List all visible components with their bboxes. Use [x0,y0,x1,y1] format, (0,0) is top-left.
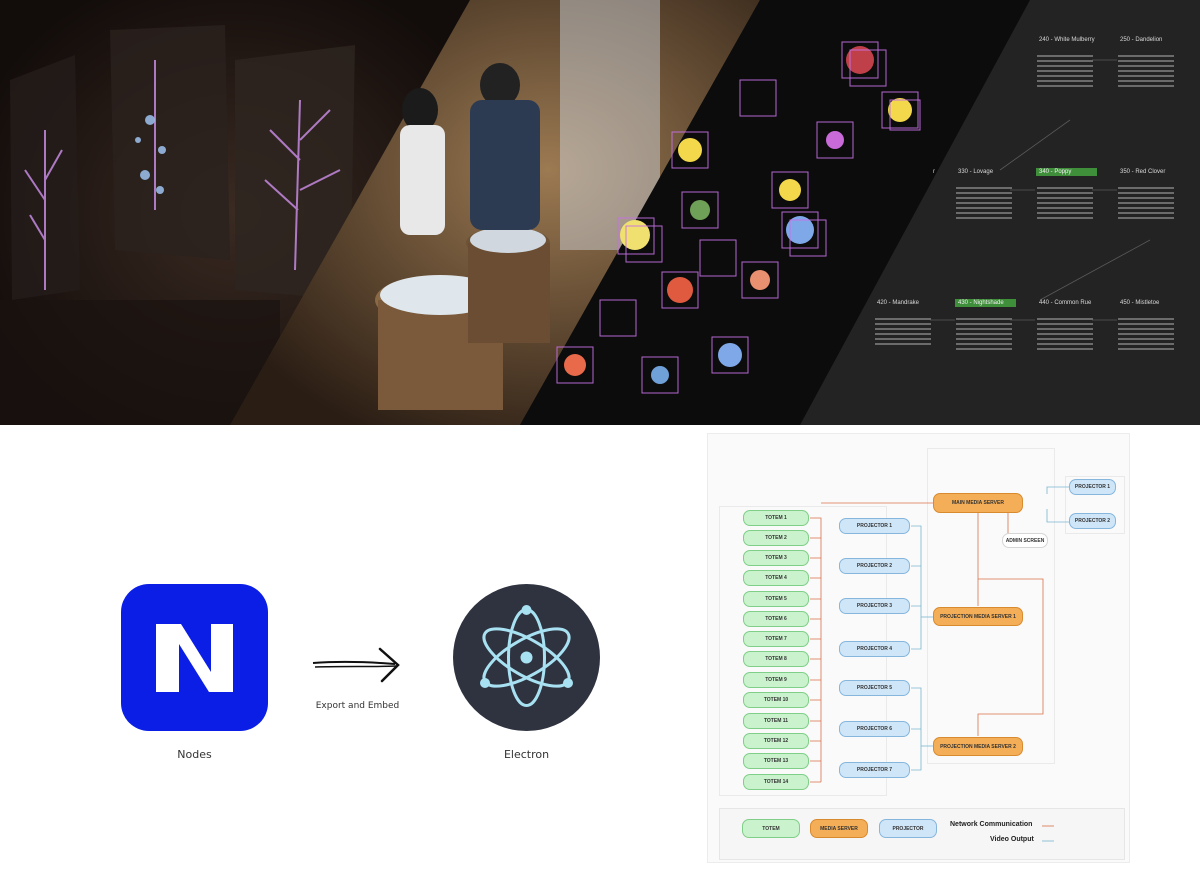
nodes-label: Nodes [177,748,212,761]
legend-media-server: MEDIA SERVER [810,819,868,838]
node-params [875,315,931,348]
projection-media-server-1-node[interactable]: PROJECTION MEDIA SERVER 1 [933,607,1023,626]
nodes-app-icon [121,584,268,731]
node-params [1037,315,1093,353]
flower-node-title-selected[interactable]: 430 - Nightshade [955,299,1016,307]
projector-node[interactable]: PROJECTOR 3 [839,598,910,614]
electron-atom-icon [480,605,573,707]
totem-node[interactable]: TOTEM 1 [743,510,809,526]
node-params [1037,184,1093,222]
flower-node-title[interactable]: 350 - Red Clover [1120,169,1166,175]
totem-node[interactable]: TOTEM 12 [743,733,809,749]
electron-app-icon [453,584,600,731]
main-projector-group-frame [1065,476,1125,534]
totem-node[interactable]: TOTEM 9 [743,672,809,688]
totem-node[interactable]: TOTEM 3 [743,550,809,566]
exhibition-banner: 240 - White Mulberry 250 - Dandelion r 3… [0,0,1200,425]
flower-node-title[interactable]: 420 - Mandrake [877,300,920,306]
totem-node[interactable]: TOTEM 7 [743,631,809,647]
flower-cluster [564,46,912,384]
admin-screen-node[interactable]: ADMIN SCREEN [1002,533,1048,548]
totem-node[interactable]: TOTEM 6 [743,611,809,627]
main-media-server-node[interactable]: MAIN MEDIA SERVER [933,493,1023,513]
flower-node-title[interactable]: 250 - Dandelion [1120,37,1163,43]
export-embed-label: Export and Embed [315,701,400,711]
projection-media-server-2-node[interactable]: PROJECTION MEDIA SERVER 2 [933,737,1023,756]
projector-node[interactable]: PROJECTOR 4 [839,641,910,657]
node-params [956,184,1012,222]
totem-node[interactable]: TOTEM 14 [743,774,809,790]
wireframe-bounding-boxes [556,41,921,394]
legend-network-communication: Network Communication [950,821,1033,828]
totem-node[interactable]: TOTEM 5 [743,591,809,607]
electron-label: Electron [503,748,550,761]
main-projector-node[interactable]: PROJECTOR 1 [1069,479,1116,495]
totem-node[interactable]: TOTEM 10 [743,692,809,708]
diagram-connectors [810,486,1069,842]
totem-node[interactable]: TOTEM 8 [743,651,809,667]
totem-node[interactable]: TOTEM 4 [743,570,809,586]
node-params [1118,184,1174,222]
node-params [1037,52,1093,90]
banner-artwork [0,0,1200,425]
legend-projector: PROJECTOR [879,819,937,838]
projector-node[interactable]: PROJECTOR 1 [839,518,910,534]
main-projector-node[interactable]: PROJECTOR 2 [1069,513,1116,529]
node-params [956,315,1012,353]
network-architecture-diagram: TOTEM 1 TOTEM 2 TOTEM 3 TOTEM 4 TOTEM 5 … [707,433,1130,863]
flower-node-title[interactable]: 440 - Common Rue [1039,300,1092,306]
totem-node[interactable]: TOTEM 13 [743,753,809,769]
node-params [1118,315,1174,353]
nodes-logo-glyph [156,624,233,692]
network-communication-lines [810,502,1044,783]
server-group-frame [927,448,1055,764]
video-output-lines [911,486,1069,771]
flower-node-title-selected[interactable]: 340 - Poppy [1036,168,1097,176]
legend-totem: TOTEM [742,819,800,838]
node-params [1118,52,1174,90]
projector-node[interactable]: PROJECTOR 5 [839,680,910,696]
projector-node[interactable]: PROJECTOR 2 [839,558,910,574]
projected-plant-stems [24,60,341,290]
projector-node[interactable]: PROJECTOR 6 [839,721,910,737]
arrow-right-icon [312,647,400,683]
totem-node[interactable]: TOTEM 2 [743,530,809,546]
flower-node-title[interactable]: 330 - Lovage [958,169,994,175]
totem-node[interactable]: TOTEM 11 [743,713,809,729]
flower-node-title[interactable]: 450 - Mistletoe [1120,300,1160,306]
projector-node[interactable]: PROJECTOR 7 [839,762,910,778]
flower-node-title[interactable]: 240 - White Mulberry [1039,37,1095,43]
flower-node-title[interactable]: r [933,169,935,175]
legend-video-output: Video Output [990,836,1034,843]
node-connections [930,59,1151,321]
